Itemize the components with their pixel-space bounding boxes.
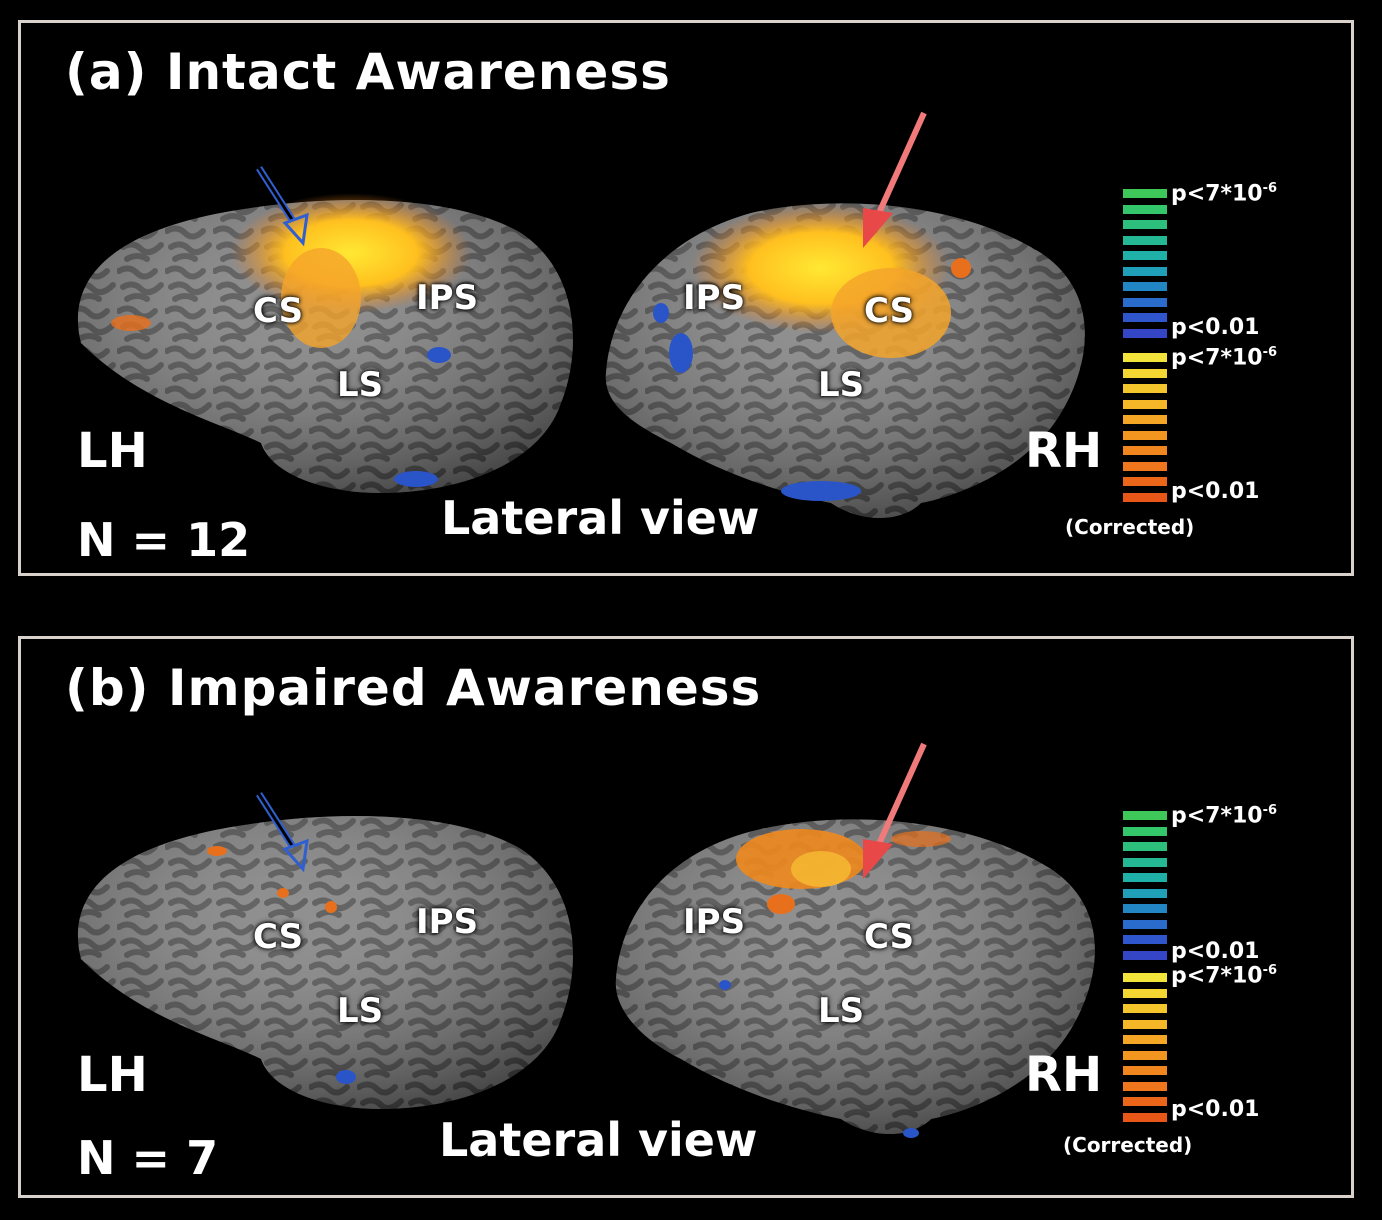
- colorbar-segment: [1123, 1081, 1167, 1091]
- colorbar-segment: [1123, 492, 1167, 502]
- colorbar-segment: [1123, 842, 1167, 851]
- sulcus-ls-right: LS: [818, 991, 865, 1031]
- label-left-hemisphere: LH: [77, 1047, 148, 1103]
- colorbar-segment: [1123, 266, 1167, 276]
- colorbar-segment: [1123, 282, 1167, 291]
- panel-impaired-awareness: (b) Impaired Awareness: [18, 636, 1354, 1198]
- colorbar-segment: [1123, 1004, 1167, 1013]
- scale-label-cool-top: p<7*10-6: [1171, 803, 1278, 829]
- scale-label-cool-bottom: p<0.01: [1171, 315, 1260, 340]
- panel-intact-awareness: (a) Intact Awareness: [18, 20, 1354, 576]
- colorbar-segment: [1123, 415, 1167, 424]
- scale-label-cool-bottom: p<0.01: [1171, 939, 1260, 964]
- arrow-left-icon: [256, 792, 309, 873]
- panel-title: (a) Intact Awareness: [65, 43, 671, 101]
- view-label: Lateral view: [439, 1113, 758, 1167]
- label-right-hemisphere: RH: [1025, 1047, 1103, 1103]
- corrected-note: (Corrected): [1065, 515, 1195, 539]
- sulcus-cs-right: CS: [864, 917, 915, 957]
- sulcus-cs-right: CS: [864, 291, 915, 331]
- scale-label-warm-top: p<7*10-6: [1171, 963, 1278, 989]
- colorbar-segment: [1123, 220, 1167, 229]
- arrow-right-icon: [863, 111, 927, 248]
- colorbar-segment: [1123, 826, 1167, 836]
- label-left-hemisphere: LH: [77, 423, 148, 479]
- right-hemisphere: [605, 203, 1085, 519]
- scale-label-cool-top: p<7*10-6: [1171, 181, 1278, 207]
- colorbar-segment: [1123, 919, 1167, 929]
- colorbar-segment: [1123, 888, 1167, 898]
- sulcus-cs-left: CS: [253, 917, 304, 957]
- colorbar-segment: [1123, 904, 1167, 913]
- sulcus-cs-left: CS: [253, 291, 304, 331]
- colorbar-segment: [1123, 384, 1167, 393]
- colorbar-segment: [1123, 935, 1167, 944]
- colorbar-segment: [1123, 189, 1167, 198]
- arrow-left-icon: [256, 166, 309, 247]
- left-hemisphere: [77, 816, 573, 1109]
- colorbar-segment: [1123, 873, 1167, 882]
- colorbar-segment: [1123, 368, 1167, 378]
- arrow-right-icon: [863, 742, 927, 879]
- colorbar-segment: [1123, 1112, 1167, 1122]
- colorbar-segment: [1123, 446, 1167, 455]
- left-hemisphere: [77, 193, 573, 493]
- scale-label-warm-bottom: p<0.01: [1171, 1097, 1260, 1122]
- colorbar-segment: [1123, 477, 1167, 486]
- view-label: Lateral view: [441, 491, 760, 545]
- corrected-note: (Corrected): [1063, 1133, 1193, 1157]
- colorbar-segment: [1123, 1035, 1167, 1044]
- colorbar-segment: [1123, 430, 1167, 440]
- colorbar-segment: [1123, 399, 1167, 409]
- colorbar-segment: [1123, 235, 1167, 245]
- sulcus-ips-right: IPS: [683, 278, 746, 318]
- colorbar-segment: [1123, 973, 1167, 982]
- colorbar-segment: [1123, 988, 1167, 998]
- sample-size: N = 7: [77, 1131, 219, 1185]
- colorbar-segment: [1123, 204, 1167, 214]
- sample-size: N = 12: [77, 513, 251, 567]
- colorbar-segment: [1123, 297, 1167, 307]
- colorbar-segment: [1123, 353, 1167, 362]
- brain-renderings: [77, 742, 1095, 1138]
- sulcus-ls-left: LS: [337, 365, 384, 405]
- colorbar-segment: [1123, 1019, 1167, 1029]
- sulcus-ls-left: LS: [337, 991, 384, 1031]
- colorbar-segment: [1123, 1050, 1167, 1060]
- colorbar-segment: [1123, 857, 1167, 867]
- colorbar-segment: [1123, 811, 1167, 820]
- colorbar-segment: [1123, 328, 1167, 338]
- colorbar-segment: [1123, 461, 1167, 471]
- colorbar-segment: [1123, 1066, 1167, 1075]
- brain-renderings: [77, 111, 1085, 519]
- colorbar-segment: [1123, 313, 1167, 322]
- sulcus-ips-right: IPS: [683, 902, 746, 942]
- sulcus-ips-left: IPS: [416, 902, 479, 942]
- sulcus-ls-right: LS: [818, 365, 865, 405]
- colorbar-segment: [1123, 950, 1167, 960]
- scale-label-warm-top: p<7*10-6: [1171, 345, 1278, 371]
- colorbar-segment: [1123, 251, 1167, 260]
- right-hemisphere: [615, 819, 1095, 1138]
- label-right-hemisphere: RH: [1025, 423, 1103, 479]
- panel-title: (b) Impaired Awareness: [65, 659, 762, 717]
- colorbar-segment: [1123, 1097, 1167, 1106]
- sulcus-ips-left: IPS: [416, 278, 479, 318]
- scale-label-warm-bottom: p<0.01: [1171, 479, 1260, 504]
